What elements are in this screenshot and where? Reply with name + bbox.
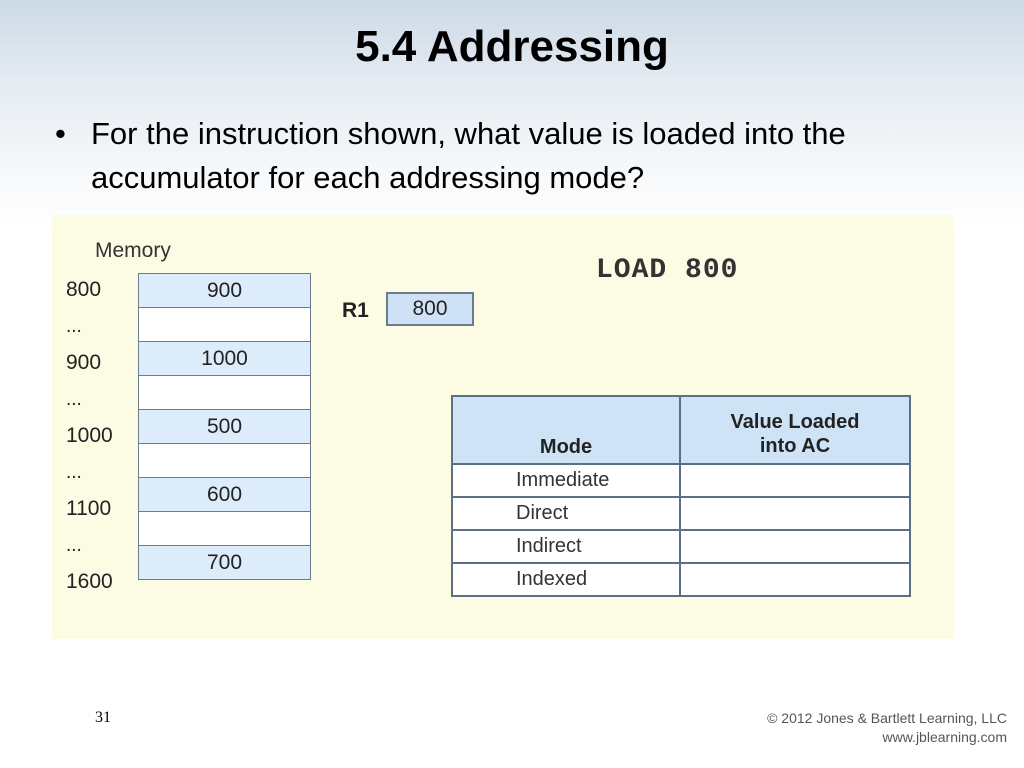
value-cell bbox=[679, 562, 911, 597]
slide-title: 5.4 Addressing bbox=[355, 22, 669, 71]
value-cell bbox=[679, 463, 911, 498]
addressing-figure: Memory 800 ... 900 ... 1000 ... 1100 ...… bbox=[52, 215, 954, 639]
memory-row: 600 bbox=[138, 477, 311, 512]
bullet-text: For the instruction shown, what value is… bbox=[91, 116, 846, 195]
mode-row: Immediate bbox=[450, 463, 911, 498]
mode-cell: Direct bbox=[450, 496, 682, 531]
memory-address-label: ... bbox=[66, 316, 82, 337]
memory-row: 900 bbox=[138, 273, 311, 308]
bullet-symbol: • bbox=[55, 116, 66, 151]
value-cell bbox=[679, 529, 911, 564]
value-cell bbox=[679, 496, 911, 531]
copyright-line: © 2012 Jones & Bartlett Learning, LLC bbox=[767, 710, 1007, 726]
memory-address-label: ... bbox=[66, 462, 82, 483]
memory-address-label: 1600 bbox=[66, 570, 113, 593]
memory-cell: 600 bbox=[138, 477, 311, 512]
memory-address-label: 900 bbox=[66, 351, 102, 374]
memory-address-label: 1000 bbox=[66, 424, 113, 447]
memory-address-label: 800 bbox=[66, 278, 102, 301]
value-column-header: Value Loaded into AC bbox=[679, 395, 911, 465]
memory-row bbox=[138, 307, 311, 342]
memory-cell: 700 bbox=[138, 545, 311, 580]
mode-cell: Indirect bbox=[450, 529, 682, 564]
value-column-header-text: Value Loaded into AC bbox=[730, 411, 860, 457]
memory-cell: 500 bbox=[138, 409, 311, 444]
memory-row: 1000 bbox=[138, 341, 311, 376]
mode-row: Indirect bbox=[450, 529, 911, 564]
mode-table-header-row: Mode Value Loaded into AC bbox=[450, 395, 911, 465]
memory-cell bbox=[138, 375, 311, 410]
publisher-url: www.jblearning.com bbox=[882, 729, 1008, 745]
memory-address-label: ... bbox=[66, 535, 82, 556]
mode-cell: Immediate bbox=[450, 463, 682, 498]
page-number: 31 bbox=[95, 709, 111, 726]
memory-address-label: 1100 bbox=[66, 497, 112, 520]
mode-column-header: Mode bbox=[450, 395, 682, 465]
memory-row bbox=[138, 443, 311, 478]
memory-row: 500 bbox=[138, 409, 311, 444]
memory-label: Memory bbox=[95, 239, 171, 262]
mode-cell: Indexed bbox=[450, 562, 682, 597]
register-value-box: 800 bbox=[386, 292, 474, 326]
copyright-notice: © 2012 Jones & Bartlett Learning, LLC ww… bbox=[767, 709, 1007, 747]
memory-address-label: ... bbox=[66, 389, 82, 410]
mode-table: Mode Value Loaded into AC Immediate Dire… bbox=[450, 395, 911, 597]
instruction-text: LOAD 800 bbox=[596, 255, 739, 286]
memory-cell: 1000 bbox=[138, 341, 311, 376]
memory-row: 700 bbox=[138, 545, 311, 580]
mode-row: Direct bbox=[450, 496, 911, 531]
memory-cell: 900 bbox=[138, 273, 311, 308]
memory-row bbox=[138, 511, 311, 546]
memory-row bbox=[138, 375, 311, 410]
mode-row: Indexed bbox=[450, 562, 911, 597]
memory-cell bbox=[138, 307, 311, 342]
memory-cell bbox=[138, 443, 311, 478]
register-label: R1 bbox=[342, 299, 369, 322]
memory-cell bbox=[138, 511, 311, 546]
memory-table: 900 1000 500 600 700 bbox=[138, 273, 311, 580]
